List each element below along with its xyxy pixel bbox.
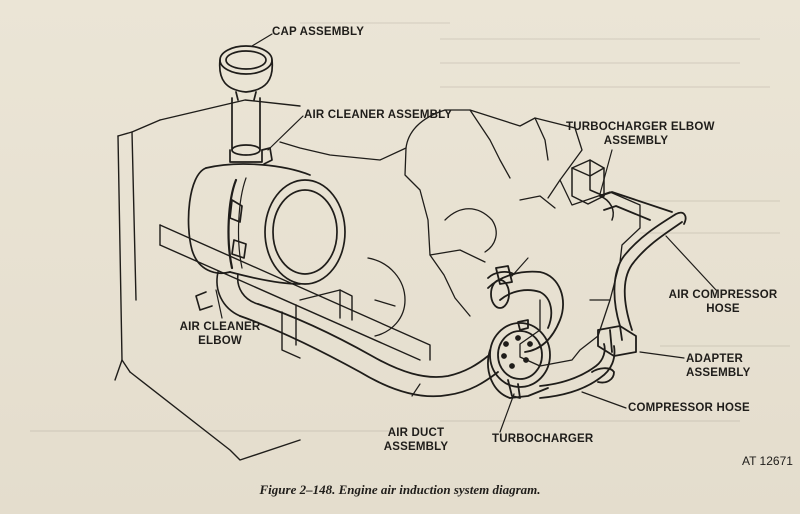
label-line: AIR DUCT: [387, 427, 445, 439]
label-air-compressor-hose: AIR COMPRESSOR HOSE: [668, 288, 778, 316]
frame: [114, 99, 431, 461]
figure-number: AT 12671: [742, 454, 793, 468]
compressor-hose-part: [539, 343, 616, 399]
label-line: ELBOW: [198, 335, 242, 347]
label-line: AIR COMPRESSOR: [668, 289, 778, 301]
label-line: ASSEMBLY: [383, 441, 449, 453]
label-air-cleaner-assembly: AIR CLEANER ASSEMBLY: [304, 109, 453, 121]
label-air-cleaner-elbow: AIR CLEANER ELBOW: [170, 320, 270, 348]
label-line: ADAPTER: [686, 353, 743, 365]
turbo-elbow-part: [487, 265, 564, 353]
label-line: ASSEMBLY: [686, 367, 751, 379]
label-cap-assembly: CAP ASSEMBLY: [272, 26, 365, 38]
label-line: AIR CLEANER: [179, 321, 261, 333]
turbo-elbow-bracket: [571, 159, 614, 221]
label-line: ASSEMBLY: [603, 135, 669, 147]
turbocharger-part: [487, 319, 551, 399]
air-cleaner-part: [187, 163, 346, 285]
cap-assembly-part: [218, 45, 274, 101]
label-turbocharger: TURBOCHARGER: [492, 433, 594, 445]
air-duct-part: [239, 303, 499, 398]
label-air-duct-assembly: AIR DUCT ASSEMBLY: [376, 426, 456, 454]
label-line: TURBOCHARGER ELBOW: [566, 121, 715, 133]
label-line: HOSE: [706, 303, 740, 315]
engine-block: [279, 109, 641, 367]
figure-caption: Figure 2–148. Engine air induction syste…: [259, 482, 541, 497]
air-stack: [229, 97, 273, 165]
air-cleaner-elbow-part: [195, 271, 259, 317]
label-compressor-hose: COMPRESSOR HOSE: [628, 402, 750, 414]
label-adapter-assembly: ADAPTER ASSEMBLY: [686, 352, 750, 380]
air-compressor-hose-part: [599, 191, 687, 331]
leader-lines: [215, 33, 717, 433]
label-turbocharger-elbow-assembly: TURBOCHARGER ELBOW ASSEMBLY: [566, 120, 715, 148]
